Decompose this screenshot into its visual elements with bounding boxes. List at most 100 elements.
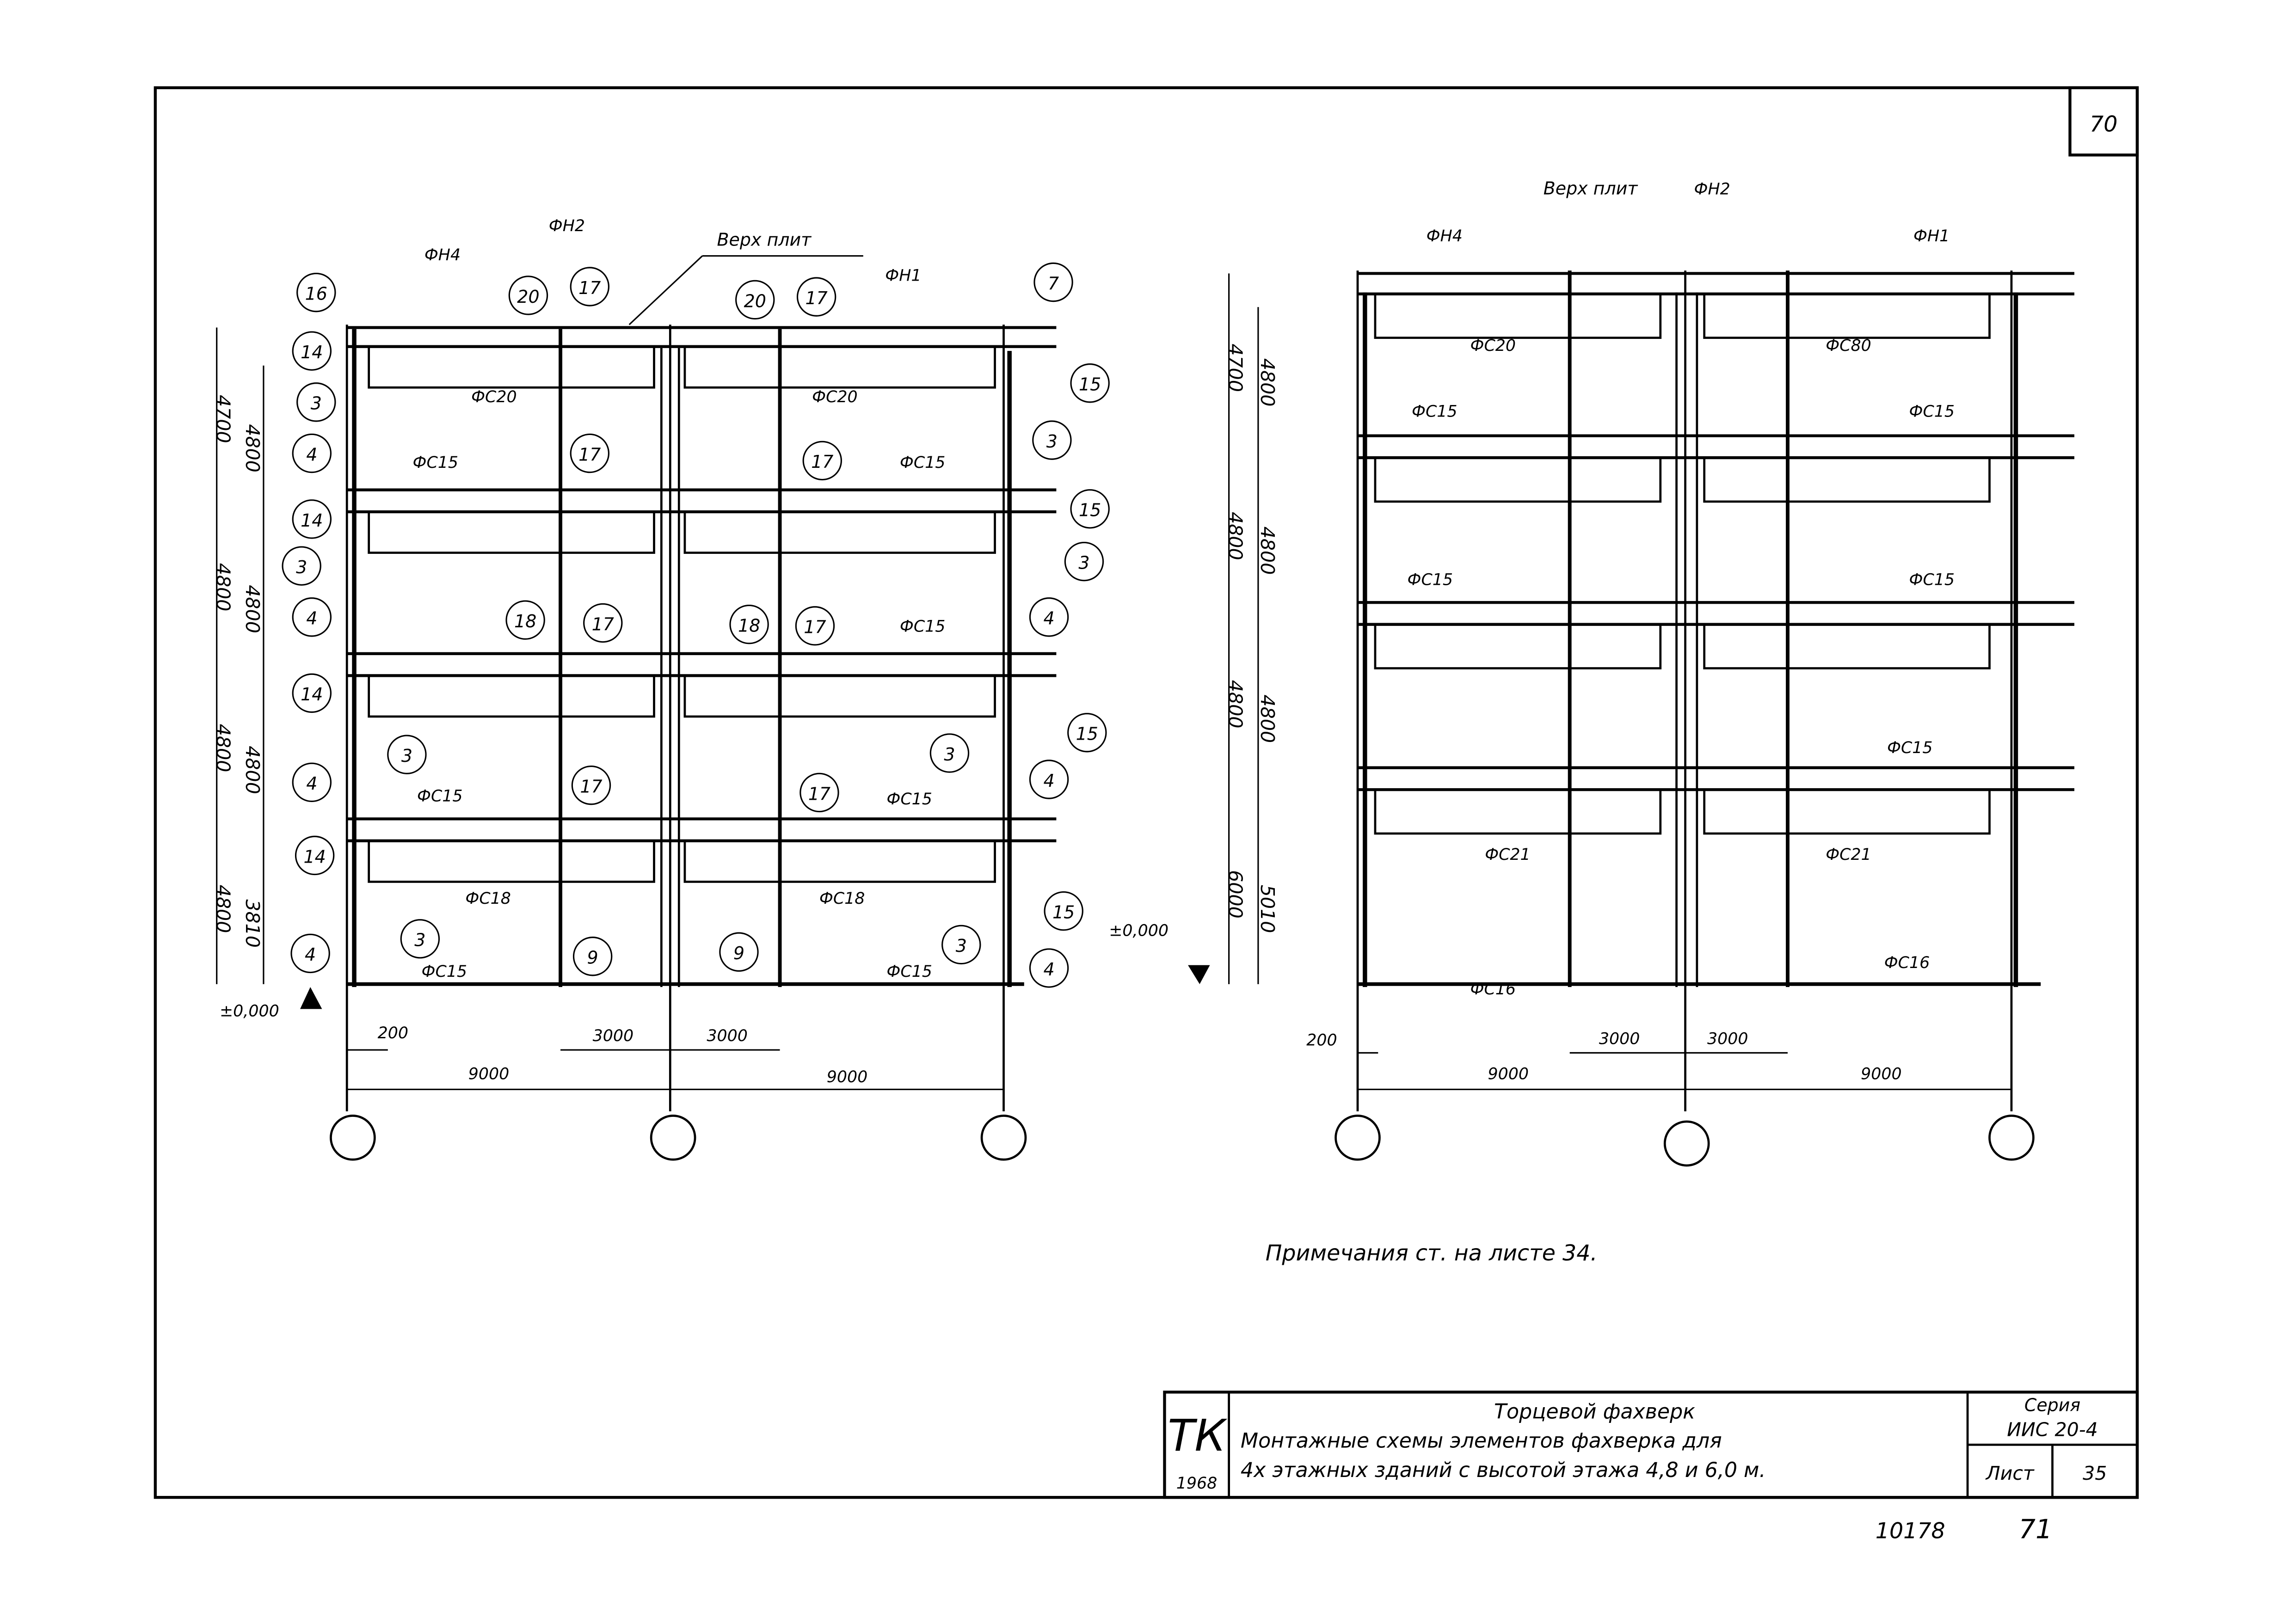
svg-text:16: 16 <box>305 283 327 304</box>
fn1-label: ФН1 <box>885 266 921 285</box>
corner-number-box <box>2068 86 2139 157</box>
dim-inner-2: 4800 <box>241 585 264 633</box>
svg-text:4: 4 <box>1043 959 1054 980</box>
series-value: ИИС 20-4 <box>2007 1418 2098 1440</box>
fs15-label: ФС15 <box>413 453 459 472</box>
svg-text:3: 3 <box>311 393 322 414</box>
fn2-label: ФН2 <box>549 217 585 235</box>
archive-number: 10178 <box>1876 1519 1945 1544</box>
fs16-label-a: ФС16 <box>1470 980 1516 999</box>
svg-text:14: 14 <box>303 846 326 867</box>
svg-text:3: 3 <box>401 746 412 766</box>
mark-bubbles-right: 7 15 3 15 3 4 15 3 4 15 3 4 <box>929 262 1110 988</box>
dim-inner-1: 4800 <box>241 424 264 472</box>
svg-text:4: 4 <box>1043 771 1054 791</box>
dim-bay-a: 9000 <box>468 1065 510 1083</box>
svg-text:3: 3 <box>296 557 307 577</box>
svg-text:17: 17 <box>804 617 826 637</box>
dim-inner-2: 4800 <box>1256 527 1279 575</box>
svg-text:15: 15 <box>1079 500 1101 521</box>
fs21-label-a: ФС21 <box>1485 846 1530 864</box>
corner-number: 70 <box>2090 112 2117 137</box>
fs20-label-b: ФС20 <box>812 388 858 406</box>
svg-text:4: 4 <box>306 608 317 629</box>
svg-text:9: 9 <box>733 943 744 963</box>
dim-bay-b: 9000 <box>1861 1065 1902 1083</box>
svg-text:3: 3 <box>1046 431 1058 452</box>
top-of-slabs-label: Верх плит <box>717 229 812 250</box>
level-mark: ±0,000 <box>220 1002 279 1020</box>
svg-text:18: 18 <box>738 616 760 636</box>
right-elevation-diagram: 4700 4800 4800 6000 4800 4800 4800 5010 … <box>1109 178 2074 1167</box>
fs15-label: ФС15 <box>1408 570 1453 589</box>
dim-span-a: 3000 <box>593 1027 634 1045</box>
axis-bubble <box>1663 1120 1710 1167</box>
dim-offset: 200 <box>1306 1031 1337 1050</box>
fs18-label: ФС18 <box>819 889 865 908</box>
title-block: ТК 1968 Торцевой фахверк Монтажные схемы… <box>1163 1391 2139 1499</box>
svg-text:7: 7 <box>1048 273 1059 294</box>
svg-text:20: 20 <box>517 287 539 307</box>
svg-text:17: 17 <box>578 444 601 465</box>
svg-text:17: 17 <box>592 614 614 634</box>
fn4-label: ФН4 <box>424 246 461 264</box>
svg-text:14: 14 <box>301 342 323 362</box>
title-line-1: Торцевой фахверк <box>1494 1400 1695 1423</box>
notes-reference: Примечания ст. на листе 34. <box>1266 1241 1598 1266</box>
fn1-label: ФН1 <box>1913 227 1950 245</box>
svg-text:15: 15 <box>1052 902 1075 922</box>
dim-inner-4: 3810 <box>241 899 264 948</box>
level-mark: ±0,000 <box>1109 921 1169 940</box>
axis-bubble <box>1988 1115 2035 1161</box>
dim-outer-3: 4800 <box>1224 680 1247 729</box>
mark-bubbles-inner: 20 17 20 17 17 17 18 17 18 17 17 17 9 9 <box>505 267 842 976</box>
svg-text:3: 3 <box>956 936 967 956</box>
svg-text:14: 14 <box>301 510 323 531</box>
svg-text:14: 14 <box>301 684 323 705</box>
svg-text:4: 4 <box>306 444 317 465</box>
dim-outer-4: 6000 <box>1224 870 1247 919</box>
fs15-label: ФС15 <box>417 787 463 805</box>
title-line-3: 4х этажных зданий с высотой этажа 4,8 и … <box>1241 1459 1766 1482</box>
dim-inner-3: 4800 <box>1256 695 1279 743</box>
svg-text:17: 17 <box>580 776 602 797</box>
fs15-label: ФС15 <box>1887 739 1933 757</box>
dim-inner-3: 4800 <box>241 746 264 794</box>
fs15-label: ФС15 <box>422 962 467 981</box>
page-number: 71 <box>2019 1514 2052 1545</box>
dim-outer-1: 4700 <box>212 395 234 443</box>
sheet-number: 35 <box>2083 1462 2107 1484</box>
fs15-label: ФС15 <box>1412 403 1458 421</box>
svg-text:17: 17 <box>811 452 833 472</box>
axis-bubble <box>330 1115 376 1161</box>
dim-outer-4: 4800 <box>212 885 234 933</box>
svg-text:20: 20 <box>744 291 766 311</box>
svg-text:4: 4 <box>305 944 316 965</box>
org-code: ТК <box>1168 1410 1227 1461</box>
dim-outer-2: 4800 <box>1224 512 1247 560</box>
sheet-frame <box>154 86 2139 1499</box>
sheet-label: Лист <box>1985 1462 2035 1484</box>
dim-outer-1: 4700 <box>1224 343 1247 392</box>
level-triangle-icon <box>1188 965 1210 984</box>
dim-outer-3: 4800 <box>212 724 234 772</box>
svg-text:4: 4 <box>1043 608 1054 629</box>
dim-inner-1: 4800 <box>1256 358 1279 407</box>
dim-bay-a: 9000 <box>1488 1065 1529 1083</box>
fs15-label: ФС15 <box>886 790 932 809</box>
fs80-label: ФС80 <box>1826 337 1871 355</box>
svg-text:15: 15 <box>1079 374 1101 395</box>
left-elevation-diagram: 4700 4800 4800 4800 4800 4800 4800 3810 … <box>212 217 1110 1161</box>
dim-outer-2: 4800 <box>212 563 234 612</box>
fn4-label: ФН4 <box>1427 227 1463 245</box>
fs15-label: ФС15 <box>886 962 932 981</box>
fs15-label: ФС15 <box>900 453 946 472</box>
level-triangle-icon <box>300 987 322 1009</box>
fs15-label: ФС15 <box>900 618 946 636</box>
top-of-slabs-label: Верх плит <box>1544 178 1638 199</box>
axis-bubble <box>650 1115 696 1161</box>
axis-bubble <box>1335 1115 1381 1161</box>
svg-text:15: 15 <box>1076 724 1098 744</box>
